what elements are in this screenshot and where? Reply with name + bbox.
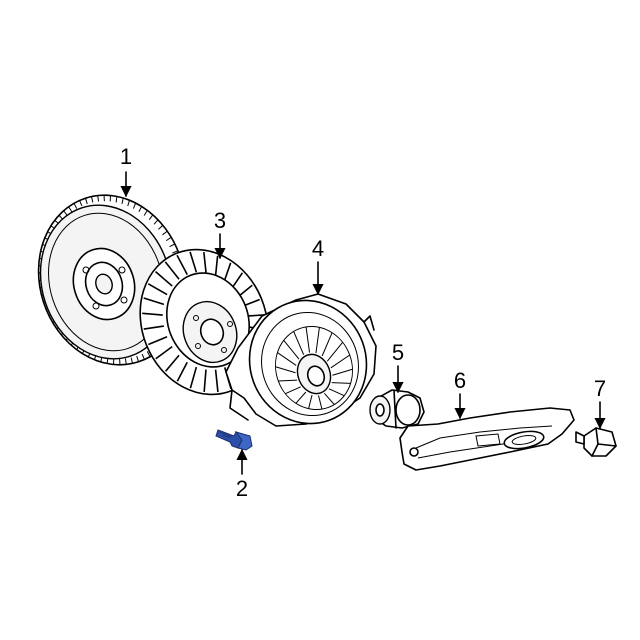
ring-gear-tooth bbox=[121, 197, 124, 205]
ring-gear-tooth bbox=[172, 250, 179, 254]
disc-segment-line bbox=[189, 251, 198, 273]
diaphragm-finger bbox=[321, 332, 333, 357]
disc-segment-line bbox=[147, 283, 168, 296]
disc-segment-line bbox=[248, 314, 265, 317]
diaphragm-finger bbox=[278, 379, 298, 382]
ring-gear-tooth bbox=[165, 236, 172, 242]
disc-segment-line bbox=[189, 366, 198, 389]
disc-segment-line bbox=[164, 261, 180, 280]
diaphragm-finger bbox=[285, 386, 301, 395]
diaphragm-finger bbox=[275, 366, 296, 374]
pressure-plate-part[interactable] bbox=[225, 284, 384, 440]
ring-gear-tooth bbox=[158, 224, 164, 230]
disc-segment-line bbox=[214, 369, 219, 393]
disc-segment-line bbox=[176, 254, 188, 276]
ring-gear-tooth bbox=[91, 196, 94, 203]
ring-gear-tooth bbox=[130, 357, 133, 364]
flywheel-part[interactable] bbox=[17, 176, 207, 384]
callout-7: 7 bbox=[594, 376, 606, 401]
disc-segment-line bbox=[142, 312, 163, 316]
disc-segment-line bbox=[143, 297, 165, 306]
ring-gear-tooth bbox=[132, 202, 137, 209]
disc-segment-line bbox=[176, 361, 188, 382]
ring-gear-tooth bbox=[97, 195, 100, 202]
diaphragm-finger bbox=[293, 331, 305, 355]
diaphragm-finger bbox=[330, 354, 350, 369]
ring-gear-tooth bbox=[162, 230, 168, 236]
diaphragm-finger bbox=[323, 392, 335, 405]
diaphragm-finger bbox=[317, 395, 323, 410]
ring-gear-tooth bbox=[148, 214, 154, 220]
callout-6: 6 bbox=[454, 368, 466, 393]
disc-segment-line bbox=[244, 298, 260, 307]
ring-gear-tooth bbox=[68, 206, 73, 213]
disc-segment-line bbox=[203, 369, 207, 392]
diaphragm-finger bbox=[277, 352, 297, 366]
diaphragm-finger bbox=[283, 340, 300, 360]
ring-gear-tooth bbox=[169, 243, 176, 248]
disc-segment-line bbox=[224, 262, 232, 281]
callout-3: 3 bbox=[214, 208, 226, 233]
callout-leaders bbox=[120, 171, 606, 475]
callout-2: 2 bbox=[236, 476, 248, 501]
ring-gear-tooth bbox=[141, 353, 145, 360]
ring-gear-tooth bbox=[73, 203, 78, 209]
disc-segment-line bbox=[148, 335, 168, 346]
diaphragm-finger bbox=[332, 368, 353, 376]
diaphragm-finger bbox=[295, 391, 307, 404]
ring-gear-tooth bbox=[146, 351, 151, 357]
release-bearing-part[interactable] bbox=[369, 389, 425, 429]
ring-gear-tooth bbox=[127, 200, 130, 207]
ring-gear-tooth bbox=[79, 200, 83, 207]
disc-segment-line bbox=[155, 271, 173, 287]
disc-segment-line bbox=[155, 346, 173, 360]
diaphragm-finger bbox=[305, 326, 311, 353]
ring-gear-tooth bbox=[153, 219, 159, 225]
ring-gear-tooth bbox=[138, 206, 143, 213]
ring-gear-tooth bbox=[124, 358, 127, 365]
ring-gear-tooth bbox=[136, 355, 140, 362]
callout-1: 1 bbox=[120, 144, 132, 169]
ring-gear-tooth bbox=[115, 196, 118, 203]
pivot-stud-part[interactable] bbox=[575, 427, 617, 457]
disc-segment-line bbox=[232, 272, 244, 288]
disc-segment-line bbox=[164, 354, 180, 372]
diaphragm-finger bbox=[331, 382, 351, 384]
release-fork-part[interactable] bbox=[399, 407, 575, 471]
disc-segment-line bbox=[203, 252, 207, 273]
diaphragm-finger bbox=[315, 327, 320, 354]
callout-5: 5 bbox=[392, 340, 404, 365]
ring-gear-tooth bbox=[143, 210, 148, 216]
disc-segment-line bbox=[143, 325, 164, 330]
ring-gear-tooth bbox=[84, 198, 88, 205]
disc-segment-line bbox=[239, 284, 253, 296]
diaphragm-finger bbox=[328, 388, 345, 397]
diaphragm-finger bbox=[326, 341, 344, 362]
callout-4: 4 bbox=[312, 236, 324, 261]
bolt-part[interactable] bbox=[215, 429, 253, 451]
diaphragm-finger bbox=[308, 394, 313, 409]
